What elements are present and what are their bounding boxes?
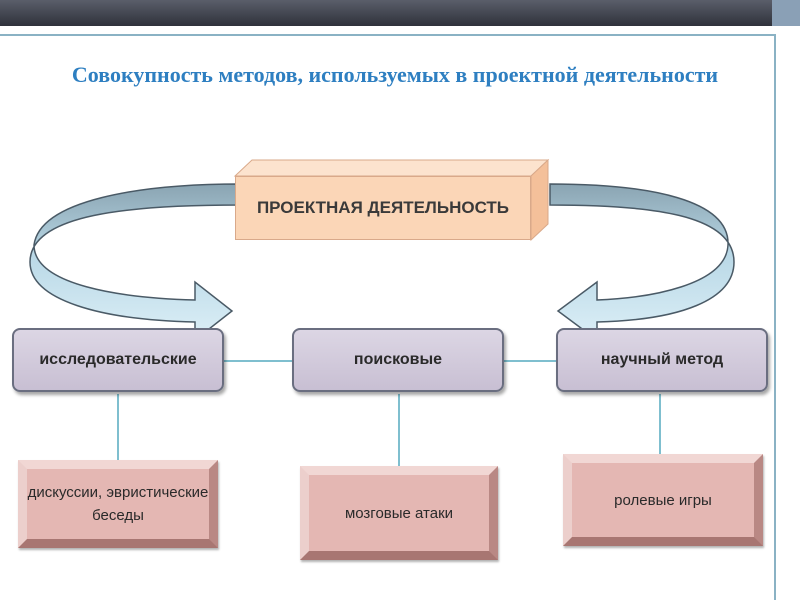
page-title: Совокупность методов, используемых в про…	[71, 62, 719, 87]
right-curved-arrow	[549, 183, 735, 342]
center-block-top-face	[233, 159, 550, 177]
top-divider	[0, 34, 774, 36]
example-discussions: дискуссии, эвристические беседы	[18, 460, 218, 548]
method-scientific: научный метод	[556, 328, 768, 392]
method-research: исследовательские	[12, 328, 224, 392]
center-block-side-face	[530, 158, 549, 242]
example-role-games: ролевые игры	[563, 454, 763, 546]
example-brainstorming: мозговые атаки	[300, 466, 498, 560]
header-accent	[772, 0, 800, 26]
center-node: ПРОЕКТНАЯ ДЕЯТЕЛЬНОСТЬ	[235, 176, 531, 240]
left-curved-arrow	[29, 183, 241, 342]
right-divider	[774, 34, 776, 600]
method-search: поисковые	[292, 328, 504, 392]
header-bar	[0, 0, 800, 26]
